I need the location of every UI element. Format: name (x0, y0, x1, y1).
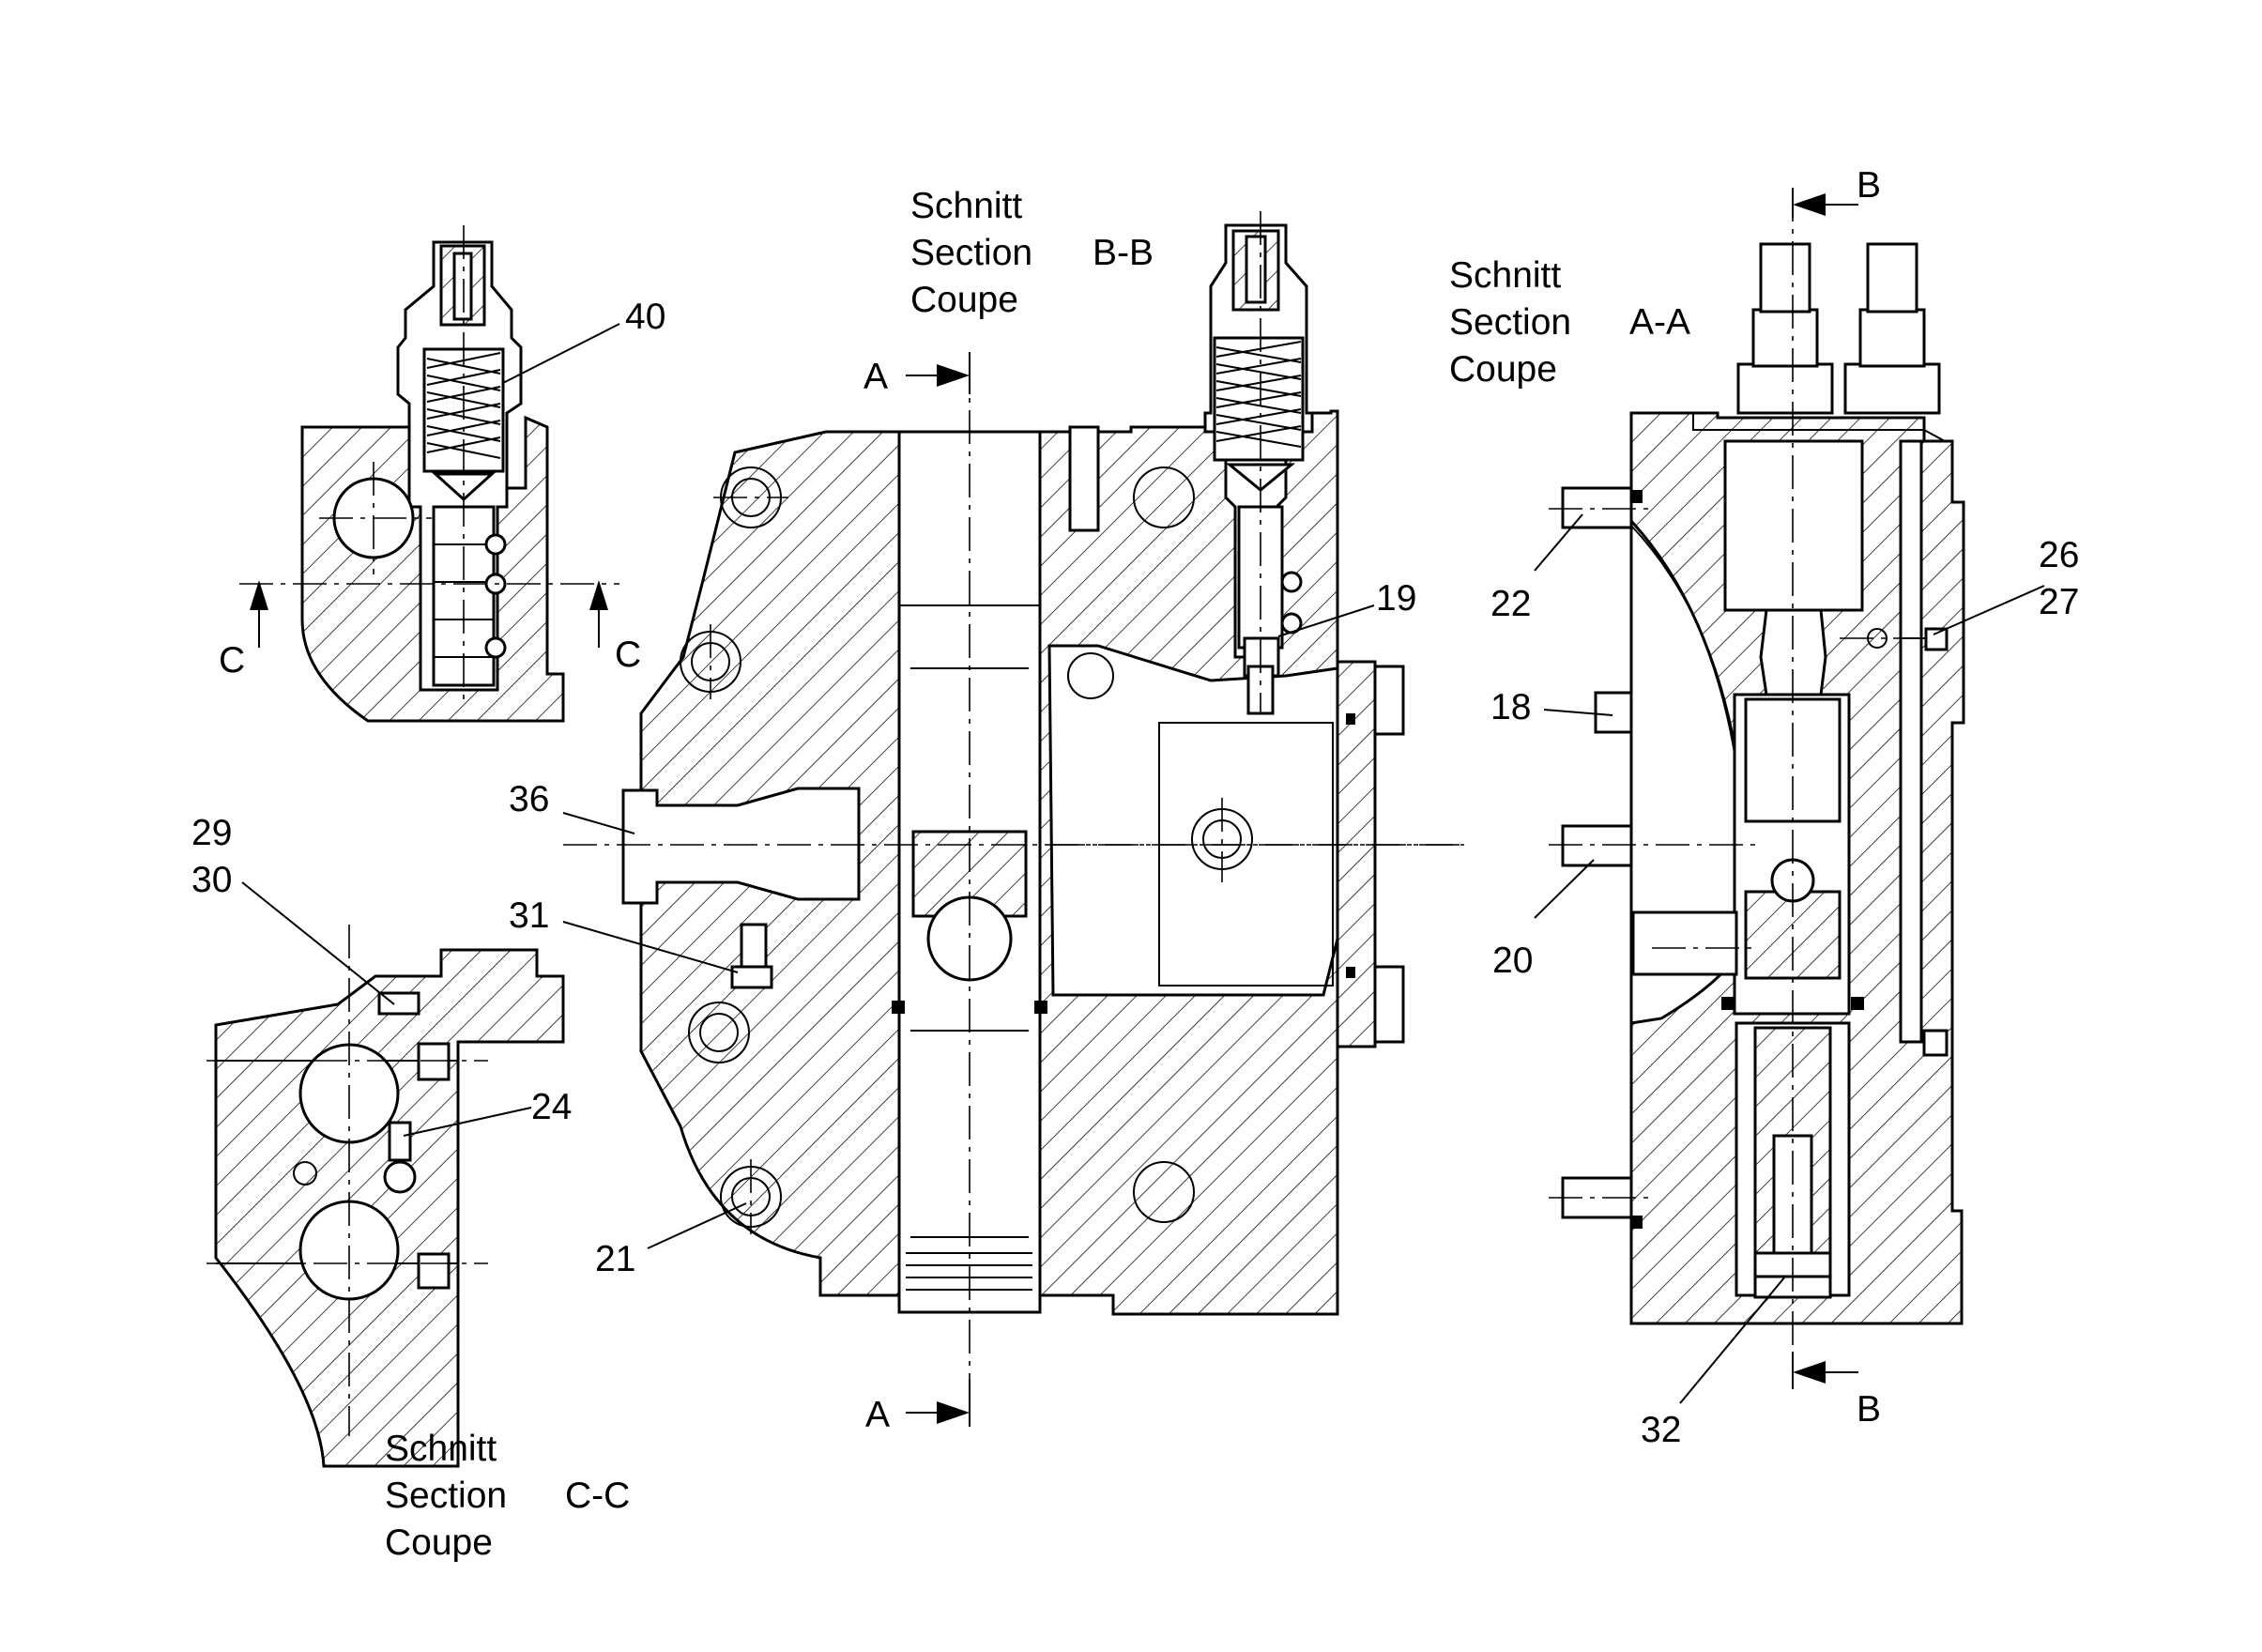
section-cc-view (206, 881, 565, 1468)
callout-40: 40 (625, 297, 665, 337)
cut-marker-b-bottom: B (1857, 1389, 1881, 1430)
callout-30: 30 (191, 860, 232, 900)
cut-marker-c-left: C (219, 640, 245, 681)
callout-22: 22 (1490, 584, 1531, 624)
section-aa-id: A-A (1629, 302, 1690, 343)
cut-marker-a-bottom: A (865, 1395, 890, 1435)
callout-24: 24 (531, 1087, 572, 1127)
callout-36: 36 (509, 779, 549, 819)
section-bb-line3: Coupe (910, 280, 1018, 320)
section-aa-line1: Schnitt (1449, 255, 1561, 296)
section-bb-view (562, 211, 1464, 1427)
section-cc-line3: Coupe (385, 1522, 493, 1563)
section-bb-line2: Section (910, 233, 1032, 273)
callout-31: 31 (509, 895, 549, 936)
callout-29: 29 (191, 813, 232, 853)
section-aa-title: Schnitt Section A-A Coupe (1449, 255, 1690, 390)
section-cc-title: Schnitt Section C-C Coupe (385, 1429, 630, 1563)
section-bb-line1: Schnitt (910, 186, 1022, 226)
callout-18: 18 (1490, 687, 1531, 727)
cut-marker-c-right: C (615, 635, 641, 675)
section-bb-title: Schnitt Section B-B Coupe (910, 186, 1154, 320)
section-cc-line2: Section (385, 1476, 507, 1516)
section-cc-line1: Schnitt (385, 1429, 497, 1469)
section-cc-id: C-C (565, 1476, 630, 1516)
callout-27: 27 (2039, 582, 2079, 622)
callout-19: 19 (1376, 578, 1416, 619)
callout-32: 32 (1641, 1410, 1681, 1450)
cut-marker-b-top: B (1857, 165, 1881, 206)
section-aa-line2: Section (1449, 302, 1571, 343)
cut-marker-a-top: A (864, 357, 888, 397)
section-aa-line3: Coupe (1449, 349, 1557, 390)
callout-20: 20 (1492, 941, 1533, 981)
section-aa-view (1534, 188, 2045, 1404)
section-bb-id: B-B (1093, 233, 1154, 273)
callout-21: 21 (595, 1239, 635, 1279)
detail-view-top-left (239, 225, 620, 723)
callout-26: 26 (2039, 535, 2079, 575)
